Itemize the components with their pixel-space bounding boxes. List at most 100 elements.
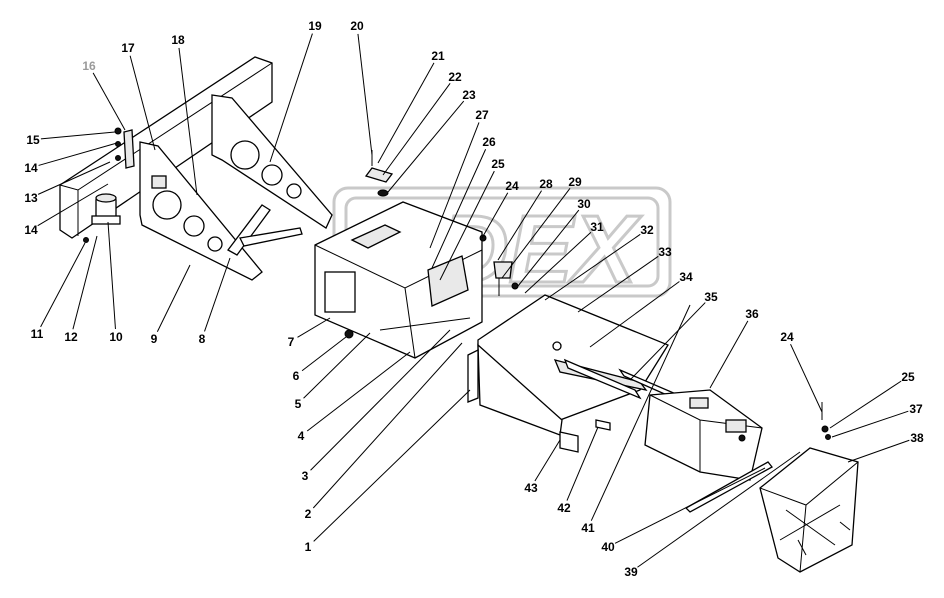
callout-leader-line (37, 183, 109, 227)
callout-leader-line (709, 320, 749, 389)
callout-number: 3 (302, 469, 309, 483)
callout-number: 41 (581, 521, 595, 535)
callout-number: 18 (171, 33, 185, 47)
callout-number: 10 (109, 330, 123, 344)
callout-leader-line (481, 192, 509, 239)
small-plate (114, 127, 135, 169)
callout-number: 35 (704, 290, 718, 304)
callout-leader-line (313, 389, 471, 542)
callout-leader-line (847, 439, 910, 463)
callout-number: 1 (305, 540, 312, 554)
callout-number: 20 (350, 19, 364, 33)
callout-leader-line (829, 380, 902, 429)
callout-number: 19 (308, 19, 322, 33)
callout-leader-line (303, 332, 371, 399)
callout-number: 5 (295, 397, 302, 411)
callout-leader-line (306, 351, 411, 432)
callout-leader-line (517, 209, 580, 287)
callout-leader-line (614, 467, 766, 544)
callout-leader-line (589, 281, 680, 348)
hold-down-strap (684, 461, 773, 513)
callout-number: 42 (557, 501, 571, 515)
callout-leader-line (297, 317, 331, 338)
callout-leader-line (497, 190, 542, 261)
callout-leader-line (439, 170, 495, 281)
callout-number: 40 (601, 540, 615, 554)
callout-number: 7 (288, 335, 295, 349)
callout-number: 29 (568, 175, 582, 189)
callout-number: 24 (505, 179, 519, 193)
callout-number: 22 (448, 70, 462, 84)
callout-number: 23 (462, 88, 476, 102)
callout-number: 4 (298, 429, 305, 443)
callout-leader-line (129, 55, 156, 151)
battery (644, 389, 763, 481)
callout-number: 9 (151, 332, 158, 346)
callout-leader-line (590, 304, 691, 521)
fasteners-right (821, 402, 831, 440)
callout-leader-line (429, 122, 480, 249)
bracket-rear (211, 94, 333, 229)
callout-number: 31 (590, 220, 604, 234)
callout-number: 28 (539, 177, 553, 191)
callout-leader-line (577, 255, 659, 313)
callout-number: 11 (31, 327, 44, 341)
callout-leader-line (204, 257, 231, 332)
callout-number: 26 (482, 135, 496, 149)
callout-leader-line (178, 47, 198, 196)
battery-tray (467, 294, 669, 453)
callout-leader-line (38, 142, 118, 166)
battery-box (314, 201, 483, 359)
callout-leader-line (156, 264, 191, 332)
callout-leader-line (629, 302, 706, 381)
callout-leader-line (357, 33, 373, 156)
callout-leader-line (40, 242, 86, 328)
callout-leader-line (637, 451, 801, 568)
callout-leader-line (72, 235, 98, 330)
callout-leader-line (524, 231, 592, 294)
callout-leader-line (37, 161, 111, 195)
callout-number: 37 (909, 402, 923, 416)
callout-leader-line (301, 336, 347, 372)
callout-leader-line (107, 221, 116, 330)
callout-number: 13 (24, 191, 38, 205)
callout-leader-line (92, 72, 126, 131)
callout-number: 14 (24, 161, 38, 175)
callout-number: 43 (524, 481, 538, 495)
callout-number: 14 (24, 223, 38, 237)
callout-number: 21 (431, 49, 445, 63)
callout-number: 33 (658, 245, 672, 259)
callout-number: 25 (491, 157, 505, 171)
callout-number: 16 (82, 59, 96, 73)
callout-number: 2 (305, 507, 312, 521)
callout-leader-line (40, 131, 116, 140)
callout-leader-line (544, 233, 641, 301)
callout-leader-line (312, 342, 463, 509)
callout-number: 15 (26, 133, 40, 147)
callout-leader-line (431, 149, 487, 269)
callout-number: 34 (679, 270, 693, 284)
callout-leader-line (310, 329, 451, 471)
callout-leader-line (269, 33, 313, 163)
callout-leader-line (790, 343, 823, 413)
callout-leader-line (566, 426, 599, 501)
valve-assembly (83, 193, 121, 243)
fasteners-top (364, 150, 519, 296)
callout-number: 25 (901, 370, 915, 384)
callout-number: 30 (577, 197, 591, 211)
callout-number: 38 (910, 431, 924, 445)
callout-leader-line (377, 62, 435, 164)
callout-number: 32 (640, 223, 654, 237)
callout-number: 8 (199, 332, 206, 346)
callout-leader-line (501, 187, 571, 279)
callout-number: 17 (121, 41, 135, 55)
diagonal-brace (227, 204, 303, 256)
callout-leader-line (387, 100, 465, 193)
callout-number: 6 (293, 369, 300, 383)
callout-number: 36 (745, 307, 759, 321)
callout-leader-line (534, 439, 561, 482)
callout-number: 24 (780, 330, 794, 344)
battery-cover (759, 447, 859, 573)
